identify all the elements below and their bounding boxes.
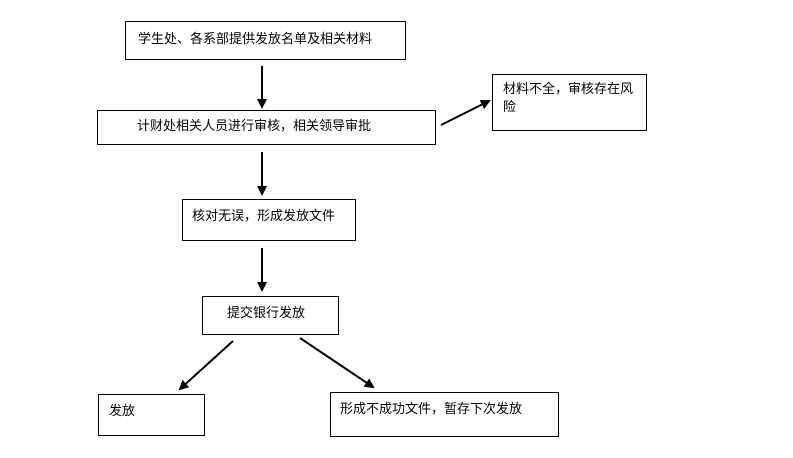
node-submit-bank-text: 提交银行发放 — [227, 306, 306, 321]
node-risk-warning-text: 材料不全，审核存在风险 — [503, 82, 634, 115]
node-issued: 发放 — [98, 394, 205, 436]
arrow-review-to-risk — [440, 100, 491, 126]
node-risk-warning: 材料不全，审核存在风险 — [492, 74, 647, 131]
node-collect-materials: 学生处、各系部提供发放名单及相关材料 — [125, 21, 406, 60]
node-issued-text: 发放 — [109, 404, 136, 419]
node-collect-materials-text: 学生处、各系部提供发放名单及相关材料 — [138, 32, 373, 47]
node-verified-file: 核对无误，形成发放文件 — [182, 199, 356, 241]
node-verified-file-text: 核对无误，形成发放文件 — [192, 209, 336, 224]
arrow-submit-to-issued — [178, 340, 234, 391]
node-finance-review: 计财处相关人员进行审核，相关领导审批 — [97, 110, 436, 145]
node-failed-file-text: 形成不成功文件，暂存下次发放 — [340, 402, 523, 417]
arrow-submit-to-failed — [299, 337, 375, 389]
node-finance-review-text: 计财处相关人员进行审核，相关领导审批 — [137, 119, 372, 134]
node-failed-file: 形成不成功文件，暂存下次发放 — [330, 392, 559, 437]
node-submit-bank: 提交银行发放 — [202, 296, 339, 335]
